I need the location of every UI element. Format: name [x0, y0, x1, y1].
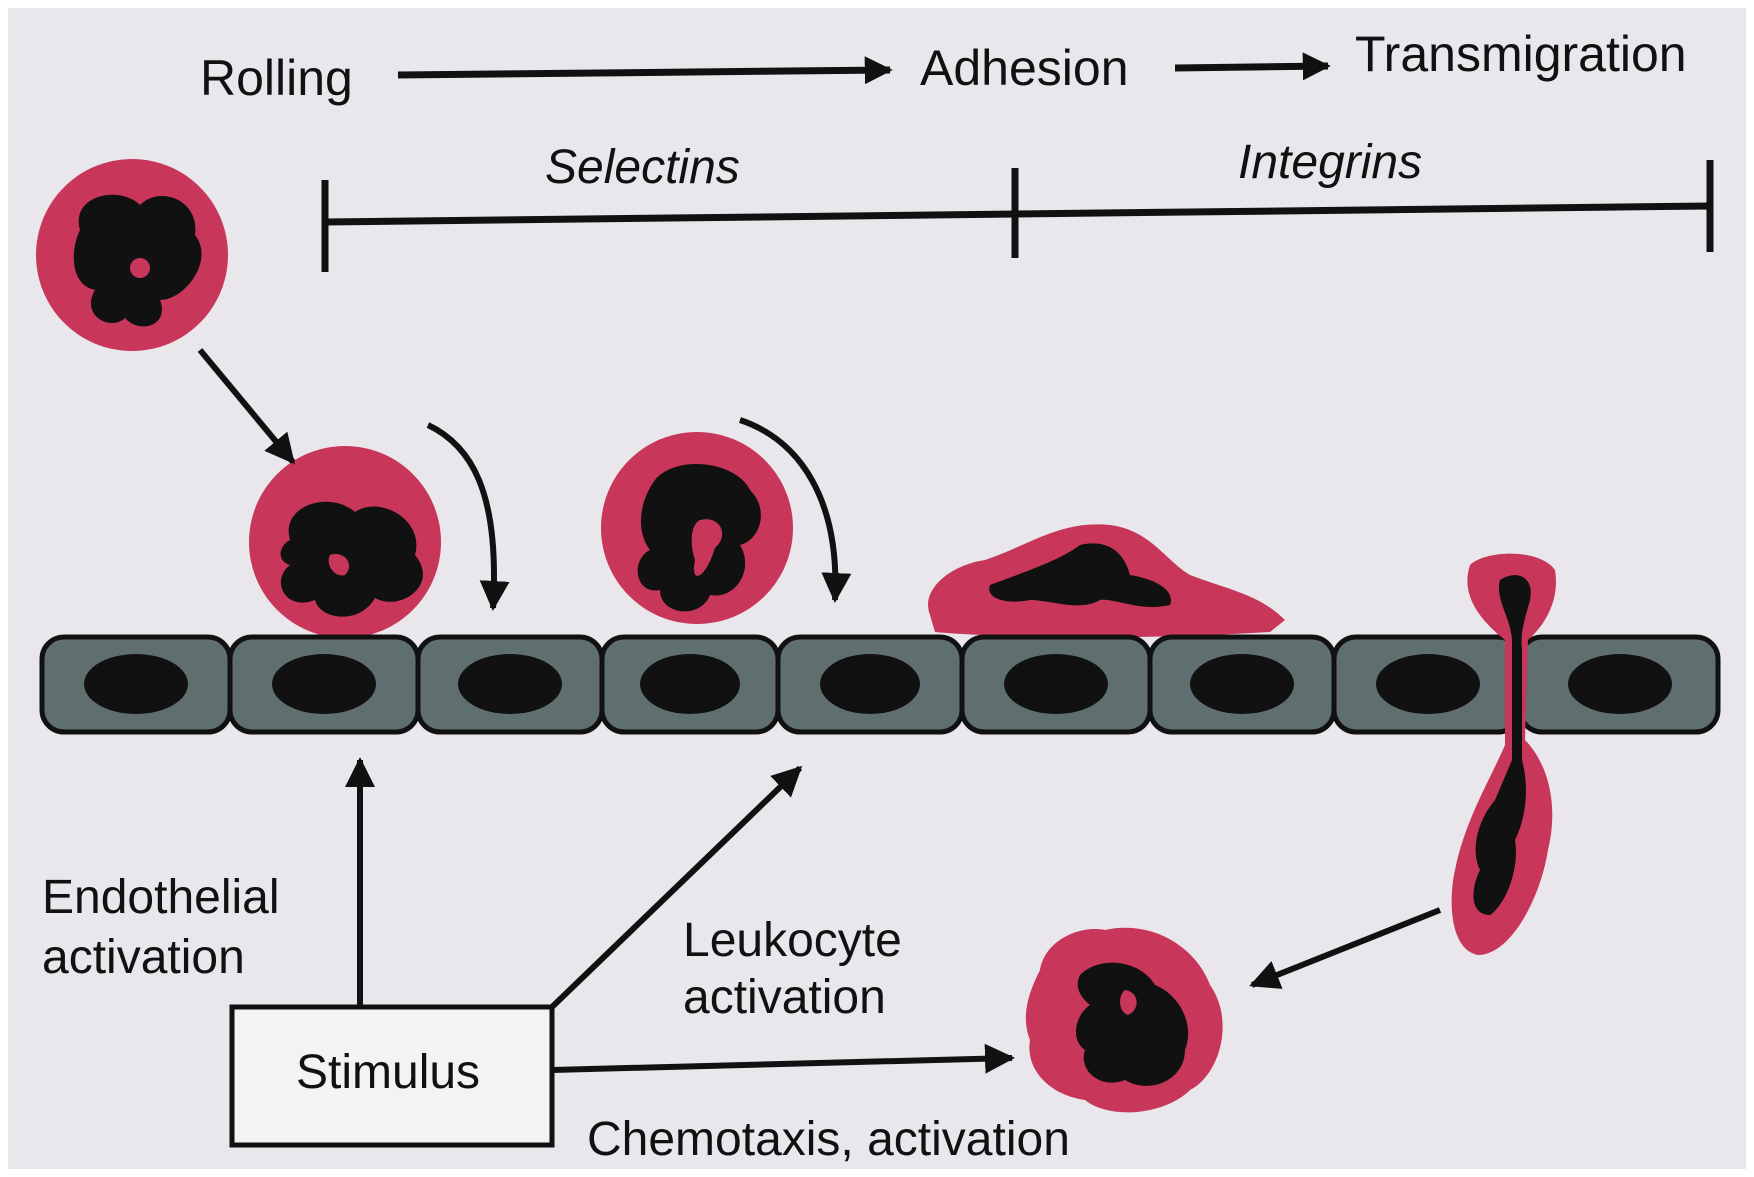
selectins-label: Selectins: [545, 140, 740, 195]
stimulus-label: Stimulus: [296, 1045, 480, 1100]
endothelial-nucleus: [84, 654, 188, 714]
leukocyte-activation-label-line1: Leukocyte: [683, 913, 902, 968]
rolling-label: Rolling: [200, 50, 353, 108]
adhesion-label: Adhesion: [920, 40, 1129, 98]
integrins-label: Integrins: [1238, 135, 1422, 190]
endothelial-nucleus: [272, 654, 376, 714]
endothelial-nucleus: [1004, 654, 1108, 714]
endothelial-nucleus: [458, 654, 562, 714]
transmigration-label: Transmigration: [1355, 26, 1687, 84]
endothelial-nucleus: [1376, 654, 1480, 714]
endothelial-nucleus: [820, 654, 920, 714]
endothelial-activation-label-line2: activation: [42, 930, 245, 985]
endothelial-layer: [42, 637, 1718, 732]
adhesion-to-transmigration-arrow: [1175, 66, 1328, 68]
free-leukocyte: [36, 159, 228, 351]
rolling-leukocyte-2: [601, 432, 793, 624]
rolling-to-adhesion-arrow: [398, 70, 890, 75]
endothelial-nucleus: [640, 654, 740, 714]
endothelial-activation-label-line1: Endothelial: [42, 870, 280, 925]
leukocyte-activation-label-line2: activation: [683, 970, 886, 1025]
endothelial-nucleus: [1190, 654, 1294, 714]
endothelial-nucleus: [1568, 654, 1672, 714]
rolling-leukocyte-1: [249, 446, 441, 638]
chemotaxis-activation-label: Chemotaxis, activation: [587, 1112, 1070, 1167]
